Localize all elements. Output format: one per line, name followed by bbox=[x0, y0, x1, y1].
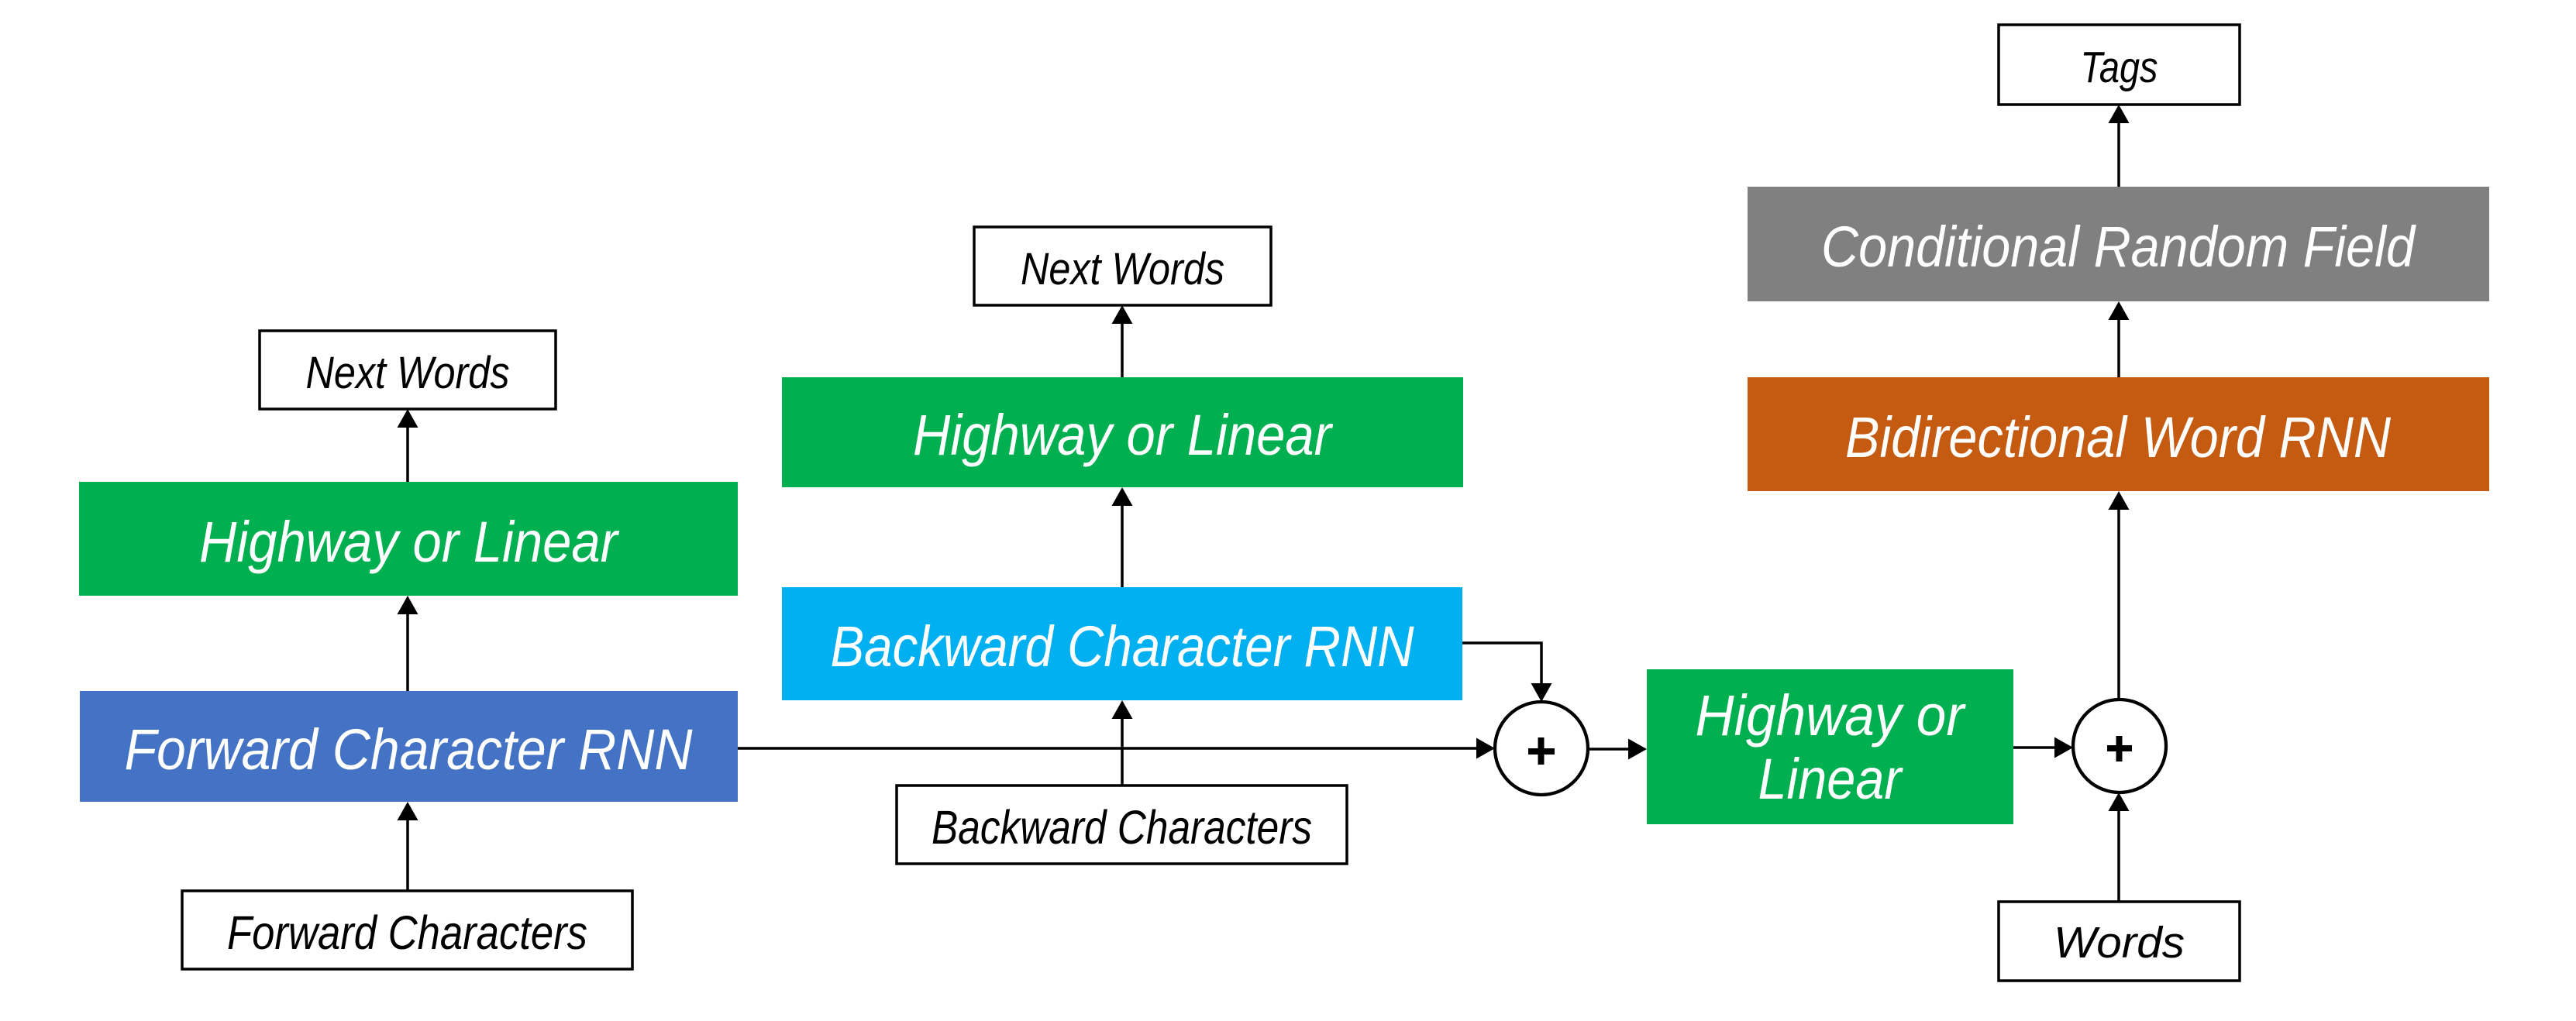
svg-text:Highway or Linear: Highway or Linear bbox=[199, 510, 620, 574]
svg-text:Backward Character RNN: Backward Character RNN bbox=[831, 614, 1414, 679]
svg-text:Highway or Linear: Highway or Linear bbox=[913, 403, 1334, 467]
svg-text:Conditional Random Field: Conditional Random Field bbox=[1821, 215, 2417, 279]
svg-text:Words: Words bbox=[2054, 918, 2185, 968]
svg-text:Next Words: Next Words bbox=[1021, 244, 1224, 294]
svg-text:Forward Characters: Forward Characters bbox=[227, 906, 587, 959]
svg-text:Next Words: Next Words bbox=[306, 348, 510, 398]
svg-text:Bidirectional Word RNN: Bidirectional Word RNN bbox=[1845, 405, 2391, 469]
svg-text:Forward Character RNN: Forward Character RNN bbox=[125, 717, 694, 782]
svg-text:Backward Characters: Backward Characters bbox=[932, 801, 1312, 854]
svg-text:Highway or: Highway or bbox=[1696, 683, 1967, 748]
svg-text:Tags: Tags bbox=[2081, 43, 2158, 92]
svg-text:Linear: Linear bbox=[1758, 747, 1904, 811]
